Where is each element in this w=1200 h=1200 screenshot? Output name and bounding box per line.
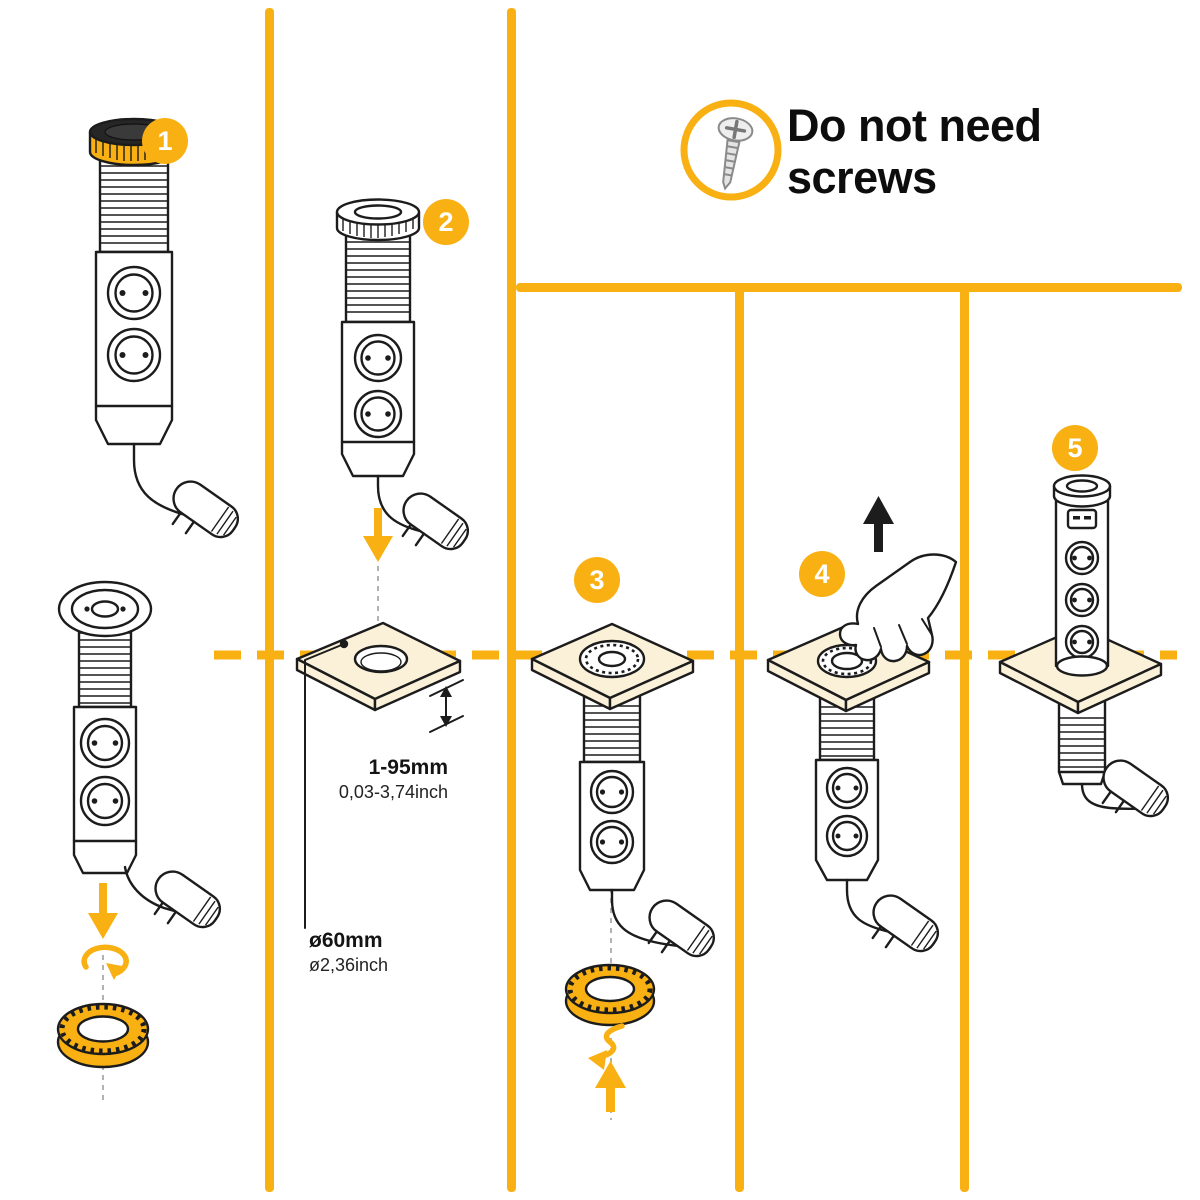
illustration-step4 (766, 496, 958, 970)
socket-outlet-icon (825, 766, 869, 810)
socket-outlet-icon (353, 389, 403, 439)
down-arrow-icon (363, 508, 393, 562)
step-badge-4: 4 (799, 551, 845, 597)
hand-icon (838, 553, 958, 663)
step-badge-3: 3 (574, 557, 620, 603)
socket-outlet-icon (1064, 582, 1100, 618)
mounting-ring-icon (56, 1002, 150, 1069)
divider-vertical-4 (960, 286, 969, 1192)
socket-outlet-icon (106, 327, 162, 383)
power-tower-drawing (57, 580, 153, 875)
diameter-dimension-indicator (304, 639, 349, 929)
table-flange (1055, 655, 1109, 677)
illustration-step1-ring-install (56, 580, 227, 1101)
rotate-arrow-icon (81, 944, 129, 980)
divider-vertical-3 (735, 286, 744, 1192)
power-plug-icon (157, 473, 245, 556)
socket-outlet-icon (353, 333, 403, 383)
socket-outlet-icon (79, 775, 131, 827)
header-title-line2: screws (787, 152, 937, 204)
up-arrow-icon (863, 496, 894, 552)
up-arrow-icon (595, 1061, 626, 1112)
socket-outlet-icon (79, 717, 131, 769)
header-title-line1: Do not need (787, 100, 1042, 151)
diameter-dimension-label: ø60mm ø2,36inch (309, 928, 388, 977)
diameter-imperial: ø2,36inch (309, 955, 389, 976)
divider-horizontal-top (516, 283, 1182, 292)
divider-vertical-2 (507, 8, 516, 1192)
header-title: Do not need screws (787, 100, 1137, 204)
diameter-metric: ø60mm (309, 929, 383, 952)
power-plug-icon (387, 485, 475, 568)
socket-outlet-icon (106, 265, 162, 321)
tabletop-with-hole-drawing (295, 621, 462, 712)
illustration-step5 (998, 474, 1175, 835)
thickness-metric: 1-95mm (368, 756, 448, 779)
down-arrow-icon (88, 883, 118, 939)
thickness-imperial: 0,03-3,74inch (338, 782, 448, 803)
divider-vertical-1 (265, 8, 274, 1192)
step-badge-1: 1 (142, 118, 188, 164)
installed-cap-top-view (578, 639, 646, 679)
screw-rotate-arrow-icon (588, 1023, 625, 1070)
step-number: 2 (438, 206, 454, 237)
power-tower-drawing (814, 691, 880, 882)
power-plug-icon (633, 892, 721, 975)
screw-icon (717, 117, 754, 191)
thickness-dimension-label: 1-95mm 0,03-3,74inch (292, 755, 448, 804)
power-tower-drawing (335, 198, 421, 478)
push-cap-top-view (57, 580, 153, 638)
drill-hole (353, 644, 409, 674)
step-badge-5: 5 (1052, 425, 1098, 471)
socket-outlet-icon (1064, 624, 1100, 660)
socket-outlet-icon (589, 769, 635, 815)
power-tower-raised-drawing (1052, 474, 1112, 677)
power-plug-icon (857, 887, 945, 970)
socket-outlet-icon (825, 814, 869, 858)
no-screws-badge (680, 99, 782, 201)
socket-outlet-icon (1064, 540, 1100, 576)
step-badge-2: 2 (423, 199, 469, 245)
step-number: 3 (589, 564, 605, 595)
step-number: 4 (814, 558, 830, 589)
illustration-step1-unit (88, 117, 245, 556)
step-number: 5 (1067, 432, 1083, 463)
countertop-level-dashed-line (214, 650, 1177, 660)
illustration-step2 (295, 198, 475, 929)
thickness-dimension-indicator (429, 679, 464, 733)
usb-ports-icon (1066, 508, 1098, 530)
mounting-ring-icon (564, 963, 656, 1027)
illustration-step3 (530, 622, 721, 1120)
step-number: 1 (157, 125, 173, 156)
power-tower-drawing (88, 117, 180, 446)
socket-outlet-icon (589, 819, 635, 865)
power-tower-drawing (578, 688, 646, 892)
